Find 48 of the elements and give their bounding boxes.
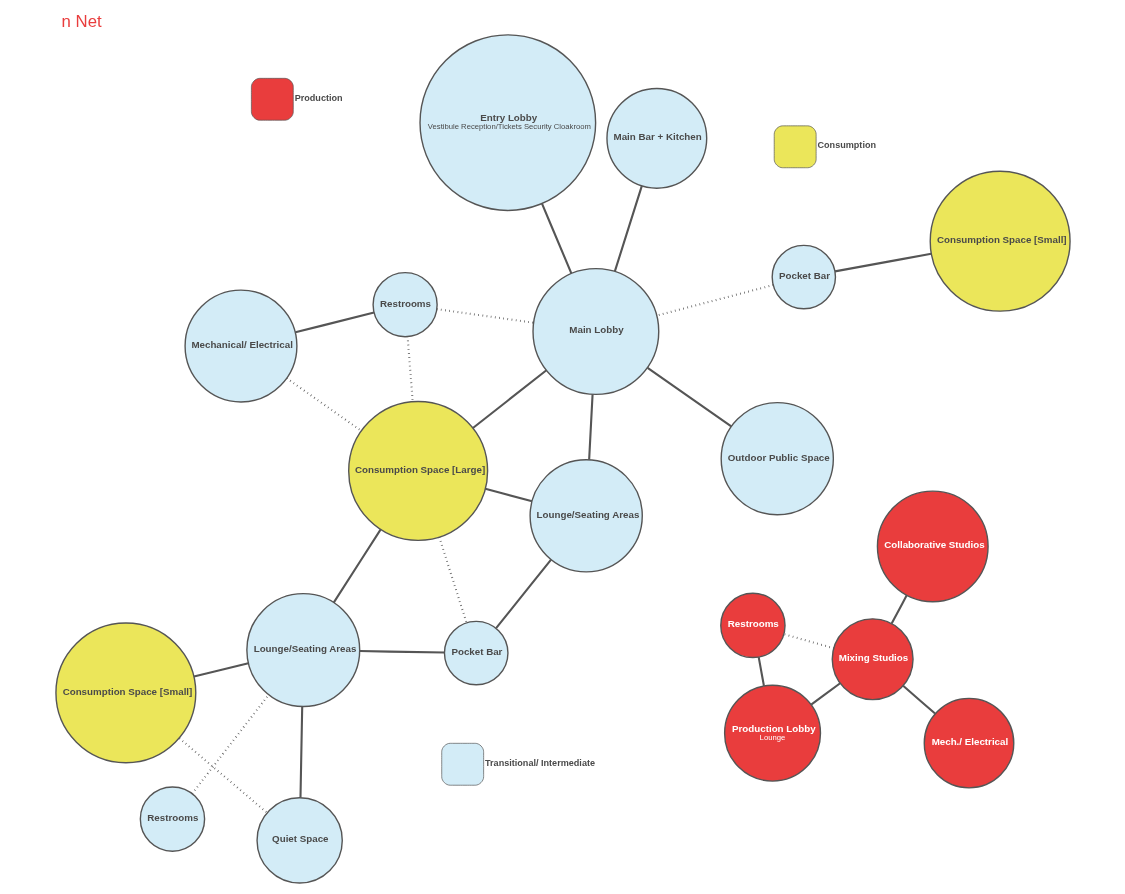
connector bbox=[834, 252, 931, 273]
connector bbox=[190, 694, 269, 795]
connector bbox=[436, 308, 534, 324]
node-circle: Outdoor Public Space bbox=[720, 401, 834, 516]
node-circle: Restrooms bbox=[371, 271, 438, 338]
connector bbox=[406, 336, 414, 402]
legend-label: Transitional/ Intermediate bbox=[484, 757, 595, 768]
node-circle: Consumption Space [Small] bbox=[54, 622, 196, 764]
node-circle: Pocket Bar bbox=[443, 620, 509, 686]
connector bbox=[587, 394, 594, 460]
node-circle: Lounge/Seating Areas bbox=[528, 459, 643, 573]
node-circle: Restrooms bbox=[139, 786, 205, 852]
node-circle: Quiet Space bbox=[255, 797, 343, 884]
connector bbox=[332, 529, 381, 604]
node-circle: Main Bar + Kitchen bbox=[605, 87, 707, 189]
node-circle: Production Lobby Lounge bbox=[723, 684, 821, 782]
node-circle: Main Lobby bbox=[531, 267, 659, 396]
connector bbox=[193, 662, 249, 678]
legend-label: Production bbox=[294, 92, 343, 103]
connector bbox=[484, 487, 532, 503]
connector bbox=[901, 685, 936, 715]
connector bbox=[471, 369, 547, 429]
node-circle: Mechanical/ Electrical bbox=[183, 289, 298, 403]
connector bbox=[494, 558, 552, 629]
connector bbox=[757, 656, 765, 687]
node-circle: Entry Lobby Vestibule Reception/Tickets Security Cloakroom bbox=[418, 34, 596, 212]
connector bbox=[613, 185, 643, 272]
node-circle: Consumption Space [Large] bbox=[347, 400, 488, 542]
connector bbox=[294, 311, 374, 334]
node-circle: Pocket Bar bbox=[770, 244, 836, 310]
connector bbox=[285, 377, 362, 432]
connector bbox=[437, 536, 468, 624]
connector bbox=[298, 706, 303, 798]
node-circle: Mech./ Electrical bbox=[923, 697, 1014, 789]
connector bbox=[178, 737, 268, 814]
node-circle: Collaborative Studios bbox=[876, 490, 989, 603]
connector bbox=[890, 594, 908, 625]
node-circle: Mixing Studios bbox=[831, 618, 914, 701]
connector bbox=[810, 682, 841, 706]
legend-label: Consumption bbox=[817, 140, 876, 151]
node-circle: Lounge/Seating Areas bbox=[245, 592, 360, 708]
node-circle: Restrooms bbox=[719, 592, 786, 659]
connector bbox=[646, 366, 732, 428]
connector bbox=[359, 650, 444, 654]
diagram-title: n Net bbox=[61, 12, 102, 32]
connector bbox=[656, 284, 773, 317]
connector bbox=[540, 203, 572, 274]
node-circle: Consumption Space [Small] bbox=[929, 170, 1071, 312]
